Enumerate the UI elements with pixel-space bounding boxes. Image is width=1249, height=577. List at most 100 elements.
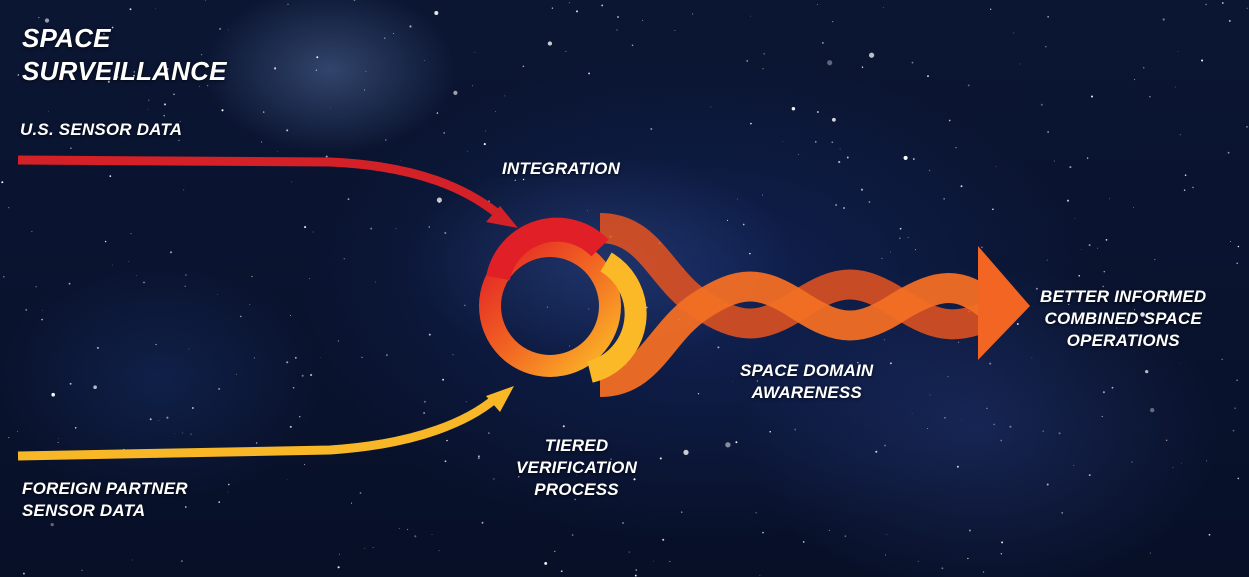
star: [347, 198, 350, 200]
star: [1167, 294, 1170, 297]
star: [286, 361, 289, 364]
star: [436, 197, 442, 203]
star: [1174, 86, 1176, 88]
star: [735, 441, 738, 444]
star: [316, 56, 319, 59]
star: [1045, 46, 1047, 48]
star: [219, 27, 222, 30]
star: [471, 85, 473, 87]
star: [375, 281, 376, 283]
helix-strand-front: [598, 271, 1000, 397]
star: [980, 246, 983, 249]
star: [1237, 477, 1240, 480]
star: [182, 432, 184, 434]
star: [294, 356, 297, 359]
star: [669, 560, 671, 562]
star: [882, 7, 884, 9]
star: [927, 428, 929, 430]
star: [886, 533, 888, 535]
star: [149, 418, 152, 421]
star: [683, 449, 689, 456]
star: [431, 534, 433, 536]
star: [205, 0, 206, 1]
star: [131, 559, 133, 561]
star: [446, 439, 448, 442]
diagram-title: SPACE SURVEILLANCE: [22, 22, 227, 88]
star: [912, 158, 915, 160]
star: [749, 15, 751, 17]
star: [130, 232, 132, 235]
star: [424, 60, 426, 61]
star: [166, 416, 169, 419]
star: [569, 345, 570, 347]
star: [884, 444, 886, 447]
star: [365, 70, 367, 72]
star: [726, 219, 729, 221]
star: [1201, 59, 1204, 62]
star: [249, 304, 251, 305]
star: [571, 534, 574, 536]
star: [838, 160, 841, 164]
star: [1047, 16, 1049, 18]
star: [1086, 157, 1089, 159]
star: [483, 143, 486, 146]
star: [1040, 103, 1043, 106]
star: [406, 528, 409, 531]
star: [1246, 126, 1248, 128]
star: [154, 8, 156, 10]
star: [868, 52, 875, 58]
star: [725, 442, 731, 448]
outcome-line-1: BETTER INFORMED: [1040, 287, 1207, 306]
star: [989, 362, 992, 365]
star: [116, 76, 119, 79]
star: [41, 318, 43, 321]
star: [1177, 51, 1179, 52]
star: [253, 357, 255, 359]
star: [102, 38, 105, 41]
star: [236, 373, 238, 375]
star: [274, 67, 277, 70]
star: [1184, 174, 1187, 177]
star: [337, 566, 340, 569]
star: [1140, 312, 1145, 317]
star: [188, 348, 190, 350]
star: [1183, 189, 1186, 191]
star: [746, 59, 749, 62]
star: [993, 423, 995, 426]
star: [218, 501, 221, 503]
star: [749, 252, 751, 255]
star: [1035, 287, 1038, 290]
star: [1133, 207, 1135, 209]
star: [881, 257, 883, 259]
star: [1068, 304, 1070, 305]
star: [601, 4, 604, 7]
star: [423, 412, 425, 414]
star: [815, 141, 817, 143]
star: [968, 529, 971, 532]
star: [927, 75, 929, 78]
star: [31, 231, 33, 232]
star: [414, 535, 417, 538]
star: [398, 527, 400, 529]
star: [337, 340, 339, 342]
star: [843, 207, 846, 209]
star: [1080, 249, 1082, 250]
verification-line-2: VERIFICATION: [516, 458, 638, 477]
awareness-line-1: SPACE DOMAIN: [740, 361, 874, 380]
star: [467, 150, 469, 152]
star: [1109, 198, 1110, 200]
star: [1088, 474, 1091, 477]
star: [1143, 291, 1145, 293]
star: [1192, 186, 1194, 189]
star: [1000, 439, 1003, 442]
star: [1151, 297, 1153, 300]
star: [889, 362, 892, 365]
star: [890, 251, 891, 253]
star: [201, 54, 203, 56]
star: [423, 400, 426, 403]
foreign-label-line-2: SENSOR DATA: [22, 501, 146, 520]
star: [576, 474, 578, 476]
star: [588, 308, 590, 310]
star: [227, 29, 229, 31]
star: [1074, 218, 1076, 219]
